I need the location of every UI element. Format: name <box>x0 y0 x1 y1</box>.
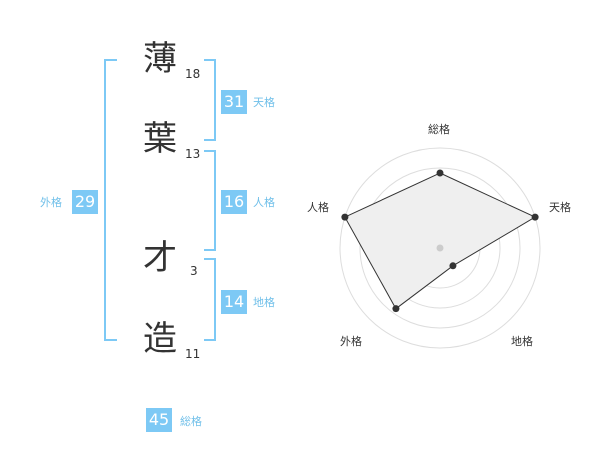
gaikaku-label: 外格 <box>40 196 62 209</box>
radar-point-4 <box>392 305 400 313</box>
stroke-count-4: 11 <box>185 347 201 361</box>
name-char-3: 才 <box>143 238 177 278</box>
gaikaku-bracket <box>104 59 117 341</box>
stroke-count-2: 13 <box>185 147 201 161</box>
radar-ring <box>359 167 521 329</box>
chikaku-value: 14 <box>221 290 247 314</box>
stroke-count-3: 3 <box>190 264 198 278</box>
soukaku-label: 総格 <box>180 415 202 428</box>
chikaku-label: 地格 <box>253 296 275 309</box>
tenkaku-label: 天格 <box>253 96 275 109</box>
tenkaku-value: 31 <box>221 90 247 114</box>
radar-point-2 <box>531 213 539 221</box>
jinkaku-value: 16 <box>221 190 247 214</box>
gaikaku-value: 29 <box>72 190 98 214</box>
radar-point-5 <box>341 213 349 221</box>
name-char-4: 造 <box>143 319 177 359</box>
radar-center <box>436 244 444 252</box>
radar-point-3 <box>449 262 457 270</box>
jinkaku-bracket <box>204 150 216 251</box>
radar-chart <box>339 147 541 349</box>
radar-axis-label-chikaku: 地格 <box>511 335 533 348</box>
radar-axis-label-soukaku: 総格 <box>428 123 450 136</box>
soukaku-value: 45 <box>146 408 172 432</box>
stroke-count-1: 18 <box>185 67 201 81</box>
radar-axis-label-jinkaku: 人格 <box>307 201 329 214</box>
radar-axis-label-gaikaku: 外格 <box>340 335 362 348</box>
chikaku-bracket <box>204 258 216 341</box>
radar-ring <box>339 147 541 349</box>
jinkaku-label: 人格 <box>253 196 275 209</box>
radar-axis-label-tenkaku: 天格 <box>549 201 571 214</box>
name-char-1: 薄 <box>143 39 177 79</box>
radar-series-area <box>344 172 537 310</box>
radar-point-1 <box>436 169 444 177</box>
name-char-2: 葉 <box>143 119 177 159</box>
tenkaku-bracket <box>204 59 216 141</box>
